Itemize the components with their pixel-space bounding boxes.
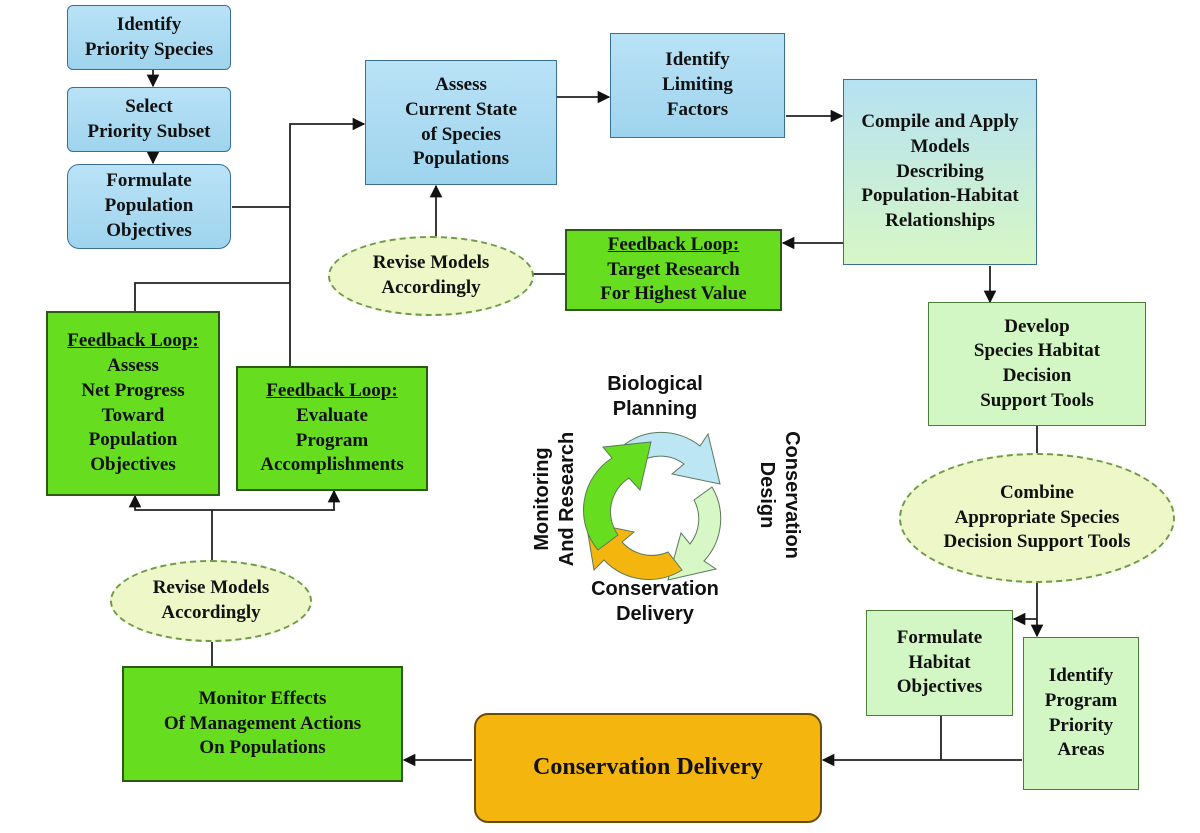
cycle-label-monitoring-research: Monitoring And Research xyxy=(530,414,580,584)
cycle-label-line: Monitoring xyxy=(531,447,553,551)
line-trunk-vertical xyxy=(289,117,366,365)
box-line: of Species xyxy=(421,123,501,145)
box-line: Identify xyxy=(116,13,182,35)
box-line: Develop xyxy=(1004,315,1070,337)
cycle-label-line: Biological xyxy=(607,373,703,395)
box-line: Habitat xyxy=(908,651,971,673)
cycle-label-line: Conservation xyxy=(781,431,803,559)
box-line: Identify xyxy=(665,49,730,71)
formulate-population-objectives-box: Formulate Population Objectives xyxy=(67,164,231,249)
identify-priority-species-box: Identify Priority Species xyxy=(67,5,231,70)
cycle-label-biological-planning: Biological Planning xyxy=(580,372,730,422)
feedback-target-research-box: Feedback Loop: Target Research For Highe… xyxy=(565,229,782,311)
cycle-label-line: Planning xyxy=(612,398,698,420)
box-line: Models xyxy=(910,135,970,157)
box-line: Areas xyxy=(1057,739,1105,761)
box-line: For Highest Value xyxy=(600,283,747,305)
box-line: Factors xyxy=(666,98,729,120)
combine-tools-ellipse: Combine Appropriate Species Decision Sup… xyxy=(899,453,1175,583)
box-line: Objectives xyxy=(90,453,176,475)
ellipse-line: Accordingly xyxy=(381,277,481,298)
box-line: On Populations xyxy=(199,737,326,759)
box-line: Support Tools xyxy=(980,389,1094,411)
cycle-label-line: Design xyxy=(756,461,778,529)
develop-decision-tools-box: Develop Species Habitat Decision Support… xyxy=(928,302,1146,426)
box-line: Toward xyxy=(101,404,165,426)
box-line: Assess xyxy=(107,355,159,377)
cycle-label-conservation-delivery: Conservation Delivery xyxy=(580,577,730,627)
arrow-to-net-progress xyxy=(128,494,212,511)
arrow-to-evaluate-program xyxy=(212,489,341,511)
box-line: Of Management Actions xyxy=(163,712,362,734)
feedback-title: Feedback Loop: xyxy=(607,233,740,255)
revise-models-ellipse-top: Revise Models Accordingly xyxy=(328,236,534,316)
box-line: Species Habitat xyxy=(973,340,1101,362)
box-line: Current State xyxy=(404,98,518,120)
ellipse-line: Accordingly xyxy=(161,602,261,623)
box-line: Conservation Delivery xyxy=(533,754,763,781)
cycle-label-line: And Research xyxy=(556,431,578,567)
box-line: Monitor Effects xyxy=(198,687,327,709)
box-line: Program xyxy=(1044,689,1118,711)
box-line: Decision xyxy=(1002,365,1072,386)
select-priority-subset-box: Select Priority Subset xyxy=(67,87,231,152)
box-line: Describing xyxy=(896,160,984,182)
box-line: Formulate xyxy=(106,170,192,192)
cycle-label-line: Delivery xyxy=(616,603,694,625)
formulate-habitat-objectives-box: Formulate Habitat Objectives xyxy=(866,610,1013,716)
box-line: Identify xyxy=(1048,665,1114,687)
feedback-assess-net-progress-box: Feedback Loop: Assess Net Progress Towar… xyxy=(46,311,220,496)
box-line: Assess xyxy=(435,74,487,96)
ellipse-line: Appropriate Species xyxy=(954,506,1120,528)
line-net-progress-to-trunk xyxy=(134,282,290,311)
conservation-cycle-graphic xyxy=(583,431,722,581)
identify-limiting-factors-box: Identify Limiting Factors xyxy=(610,33,785,138)
box-line: Population xyxy=(88,429,178,451)
conservation-delivery-box: Conservation Delivery xyxy=(474,713,822,823)
ellipse-line: Decision Support Tools xyxy=(943,531,1131,553)
box-line: Program xyxy=(295,429,369,451)
box-line: Net Progress xyxy=(81,379,185,401)
box-line: Populations xyxy=(412,148,510,170)
compile-models-box: Compile and Apply Models Describing Popu… xyxy=(843,79,1037,265)
cycle-label-line: Conservation xyxy=(591,578,719,600)
assess-current-state-box: Assess Current State of Species Populati… xyxy=(365,60,557,185)
revise-models-ellipse-bottom: Revise Models Accordingly xyxy=(110,560,312,642)
ellipse-line: Revise Models xyxy=(152,577,270,599)
identify-priority-areas-box: Identify Program Priority Areas xyxy=(1023,637,1139,790)
box-line: Relationships xyxy=(885,210,995,232)
box-line: Objectives xyxy=(106,219,192,241)
box-line: Population-Habitat xyxy=(861,185,1019,207)
cycle-label-conservation-design: Conservation Design xyxy=(754,410,804,580)
box-line: Formulate xyxy=(896,626,983,648)
feedback-title: Feedback Loop: xyxy=(266,380,398,402)
box-line: Accomplishments xyxy=(260,454,404,476)
box-line: Priority Species xyxy=(84,38,214,60)
box-line: Priority xyxy=(1048,714,1114,736)
box-line: Objectives xyxy=(896,676,983,698)
box-line: Limiting xyxy=(662,74,733,96)
box-line: Compile and Apply xyxy=(861,111,1019,133)
box-line: Population xyxy=(104,195,194,217)
ellipse-line: Revise Models xyxy=(372,252,490,274)
ellipse-line: Combine xyxy=(1000,481,1074,503)
monitor-effects-box: Monitor Effects Of Management Actions On… xyxy=(122,666,403,782)
cycle-arrow-design xyxy=(667,486,722,581)
box-line: Target Research xyxy=(607,258,740,280)
cycle-arrow-monitoring xyxy=(583,441,652,551)
box-line: Select xyxy=(125,95,173,117)
box-line: Priority Subset xyxy=(87,120,211,142)
feedback-title: Feedback Loop: xyxy=(67,330,199,352)
box-line: Evaluate xyxy=(296,404,368,426)
feedback-evaluate-program-box: Feedback Loop: Evaluate Program Accompli… xyxy=(236,366,428,491)
